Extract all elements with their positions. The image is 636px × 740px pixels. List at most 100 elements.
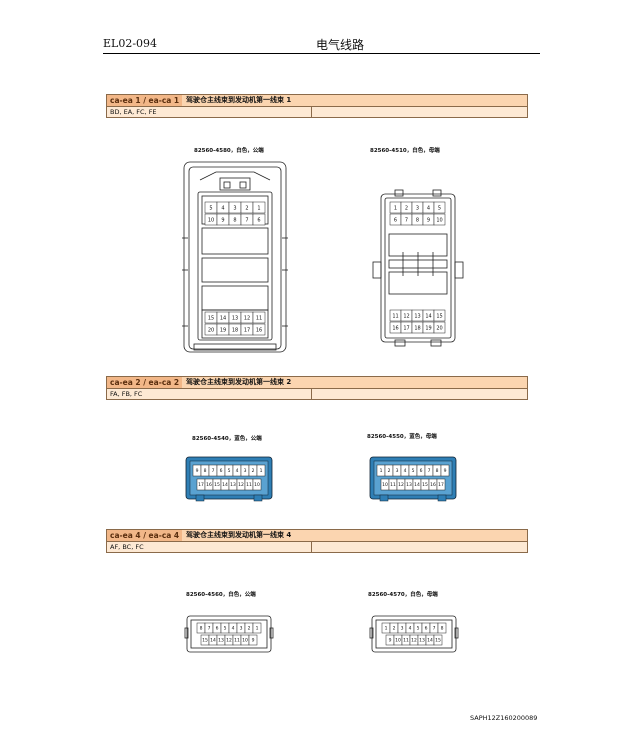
connector-3a-label: 82560-4560，白色，公端	[186, 592, 256, 598]
pin-number: 9	[444, 468, 447, 474]
pin-number: 6	[216, 626, 219, 632]
pin-cell	[433, 213, 446, 226]
section-3-divider	[311, 542, 312, 552]
pin-number: 15	[435, 638, 441, 644]
pin-number: 7	[405, 217, 408, 223]
pin-number: 8	[233, 217, 236, 223]
pin-number: 6	[425, 626, 428, 632]
pin-cell	[433, 634, 443, 646]
pin-number: 1	[385, 626, 388, 632]
section-2-variant-codes: FA, FB, FC	[110, 390, 143, 398]
pin-number: 16	[392, 325, 398, 331]
pin-number: 4	[221, 205, 224, 211]
pin-number: 2	[252, 468, 255, 474]
pin-number: 6	[394, 217, 397, 223]
pin-number: 4	[404, 468, 407, 474]
pin-number: 13	[218, 638, 224, 644]
pin-number: 8	[416, 217, 419, 223]
pin-number: 10	[436, 217, 442, 223]
pin-number: 6	[220, 468, 223, 474]
pin-number: 3	[240, 626, 243, 632]
pin-cell	[252, 622, 262, 634]
pin-number: 14	[414, 482, 420, 488]
connector-1a-label: 82560-4580，白色，公端	[194, 148, 264, 154]
section-3-variant-codes: AF, BC, FC	[110, 543, 144, 551]
pin-number: 4	[427, 205, 430, 211]
pin-cell	[256, 464, 266, 477]
pin-number: 16	[430, 482, 436, 488]
section-2-variants: FA, FB, FC	[106, 389, 528, 400]
pin-number: 5	[228, 468, 231, 474]
pin-number: 12	[244, 315, 250, 321]
pin-number: 12	[403, 313, 409, 319]
pin-number: 7	[208, 626, 211, 632]
pin-cell	[436, 478, 446, 491]
section-3-variants: AF, BC, FC	[106, 542, 528, 553]
pin-number: 10	[242, 638, 248, 644]
pin-number: 7	[212, 468, 215, 474]
header-rule	[103, 53, 540, 54]
section-1-bar: ca-ea 1 / ea-ca 1 驾驶仓主线束到发动机第一线束 1	[106, 94, 528, 107]
pin-number: 11	[256, 315, 262, 321]
pin-number: 12	[226, 638, 232, 644]
section-1-variant-codes: BD, EA, FC, FE	[110, 108, 157, 116]
document-id: SAPH12Z160200089	[470, 714, 538, 722]
pin-number: 8	[436, 468, 439, 474]
pin-cell	[252, 323, 266, 336]
pin-number: 2	[245, 205, 248, 211]
pin-number: 14	[210, 638, 216, 644]
pin-number: 7	[245, 217, 248, 223]
pin-number: 10	[208, 217, 214, 223]
pin-number: 17	[403, 325, 409, 331]
pin-number: 5	[412, 468, 415, 474]
section-2-bar: ca-ea 2 / ea-ca 2 驾驶仓主线束到发动机第一线束 2	[106, 376, 528, 389]
pin-number: 2	[388, 468, 391, 474]
pin-number: 8	[441, 626, 444, 632]
pin-number: 6	[420, 468, 423, 474]
pin-number: 11	[234, 638, 240, 644]
pin-number: 5	[417, 626, 420, 632]
section-1-variants: BD, EA, FC, FE	[106, 107, 528, 118]
pin-number: 8	[204, 468, 207, 474]
pin-number: 17	[198, 482, 204, 488]
pin-number: 20	[436, 325, 442, 331]
pin-cell	[440, 464, 450, 477]
pin-number: 7	[433, 626, 436, 632]
pin-cell	[252, 201, 266, 214]
pin-number: 2	[393, 626, 396, 632]
pin-number: 14	[222, 482, 228, 488]
pin-number: 1	[257, 205, 260, 211]
pin-number: 9	[196, 468, 199, 474]
section-1-title: 驾驶仓主线束到发动机第一线束 1	[186, 96, 292, 104]
pin-number: 4	[236, 468, 239, 474]
pin-number: 1	[256, 626, 259, 632]
pin-cell	[252, 213, 266, 226]
pin-number: 13	[414, 313, 420, 319]
connector-3b-label: 82560-4570，白色，母端	[368, 592, 438, 598]
pin-cell	[252, 478, 262, 491]
pin-number: 11	[390, 482, 396, 488]
pin-cell	[248, 634, 258, 646]
connector-2b-label: 82560-4550，蓝色，母端	[367, 434, 437, 440]
pin-number: 14	[427, 638, 433, 644]
pin-number: 3	[416, 205, 419, 211]
section-3-bar: ca-ea 4 / ea-ca 4 驾驶仓主线束到发动机第一线束 4	[106, 529, 528, 542]
section-2-divider	[311, 389, 312, 399]
pin-number: 17	[244, 327, 250, 333]
pin-cell	[433, 201, 446, 214]
pin-number: 12	[411, 638, 417, 644]
pin-number: 5	[224, 626, 227, 632]
page-title: 电气线路	[315, 38, 364, 52]
pin-number: 9	[252, 638, 255, 644]
section-2-code: ca-ea 2 / ea-ca 2	[107, 377, 182, 388]
pin-number: 9	[427, 217, 430, 223]
pin-number: 1	[380, 468, 383, 474]
section-1-divider	[311, 107, 312, 117]
pin-number: 12	[238, 482, 244, 488]
pin-cell	[433, 309, 446, 322]
